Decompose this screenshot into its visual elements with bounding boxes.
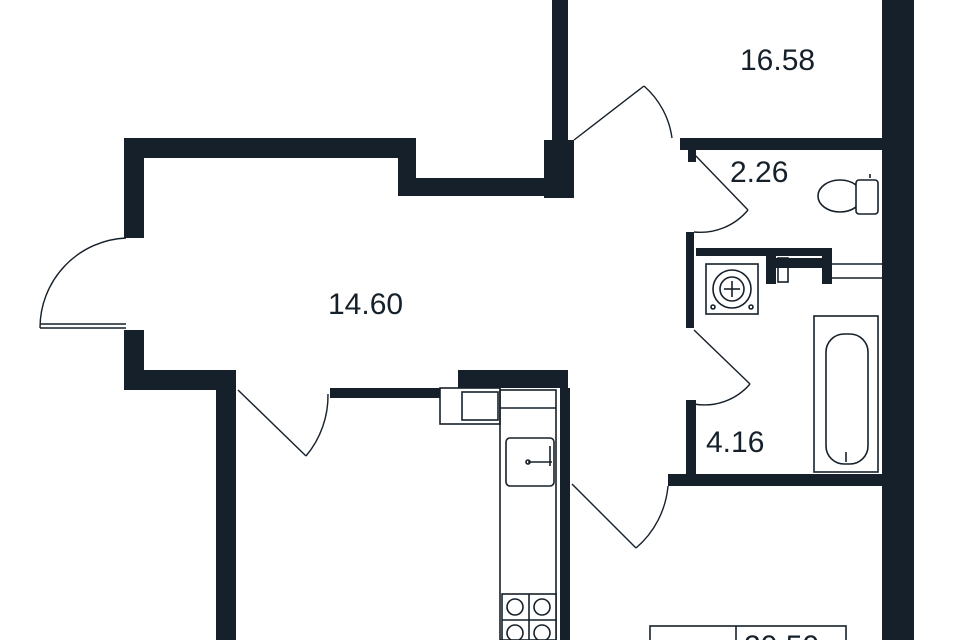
entrance-door	[39, 237, 127, 329]
walls	[124, 0, 914, 640]
doors	[39, 85, 751, 549]
wall-bath-left-upper	[686, 232, 694, 328]
bedroom-door	[573, 85, 673, 141]
area-label-lower-room: 20.50	[744, 630, 819, 640]
wall-bath-left-lower	[686, 400, 696, 476]
wall-bath-bottom	[668, 474, 882, 486]
wall-toilet-bath-divider	[696, 248, 830, 256]
wall-shaft-mid	[776, 258, 822, 268]
kitchen-counter	[499, 389, 557, 640]
wall-hall-left-upper	[124, 138, 144, 238]
exterior-wall-right	[882, 0, 914, 640]
area-label-box: 20.50	[649, 625, 847, 640]
wall-bedroom-bottom	[680, 138, 882, 150]
door-swing-icon	[635, 485, 669, 549]
bathroom-door	[693, 329, 751, 406]
door-swing-icon	[693, 209, 749, 234]
wall-top-pillar	[552, 0, 568, 142]
door-swing-icon	[693, 383, 751, 406]
wall-hall-bottom-mid	[330, 388, 440, 398]
shaft-frame	[777, 257, 789, 283]
area-label-bedroom: 16.58	[740, 44, 815, 77]
toilet-icon	[817, 174, 879, 215]
bathtub-icon	[813, 315, 879, 473]
sink-icon	[505, 437, 555, 487]
stove-icon	[501, 593, 557, 640]
lower-room-door	[571, 483, 669, 549]
wall-hall-bottom-left	[124, 370, 234, 390]
wall-kitchen-left	[216, 370, 236, 640]
door-swing-icon	[39, 237, 127, 329]
door-swing-icon	[305, 393, 329, 457]
wall-shaft-right	[822, 248, 832, 284]
washing-machine-icon	[705, 263, 759, 315]
wall-kitchen-top-block	[458, 370, 568, 388]
area-label-bathroom: 4.16	[706, 426, 764, 459]
toilet-door	[693, 153, 749, 234]
closet-door	[237, 389, 329, 457]
door-swing-icon	[643, 85, 673, 139]
wall-kitchen-right	[560, 388, 570, 640]
wall-toilet-left-stub	[688, 150, 696, 162]
wall-shaft-left	[766, 248, 776, 284]
wall-hall-top-left	[124, 138, 416, 158]
partition-lines	[439, 257, 882, 640]
kitchen-shaft-box-inner	[461, 391, 499, 421]
kitchen-shaft-box	[439, 387, 501, 425]
area-label-hallway: 14.60	[328, 288, 403, 321]
wall-hall-top-right	[398, 178, 574, 196]
area-label-toilet: 2.26	[730, 156, 788, 189]
